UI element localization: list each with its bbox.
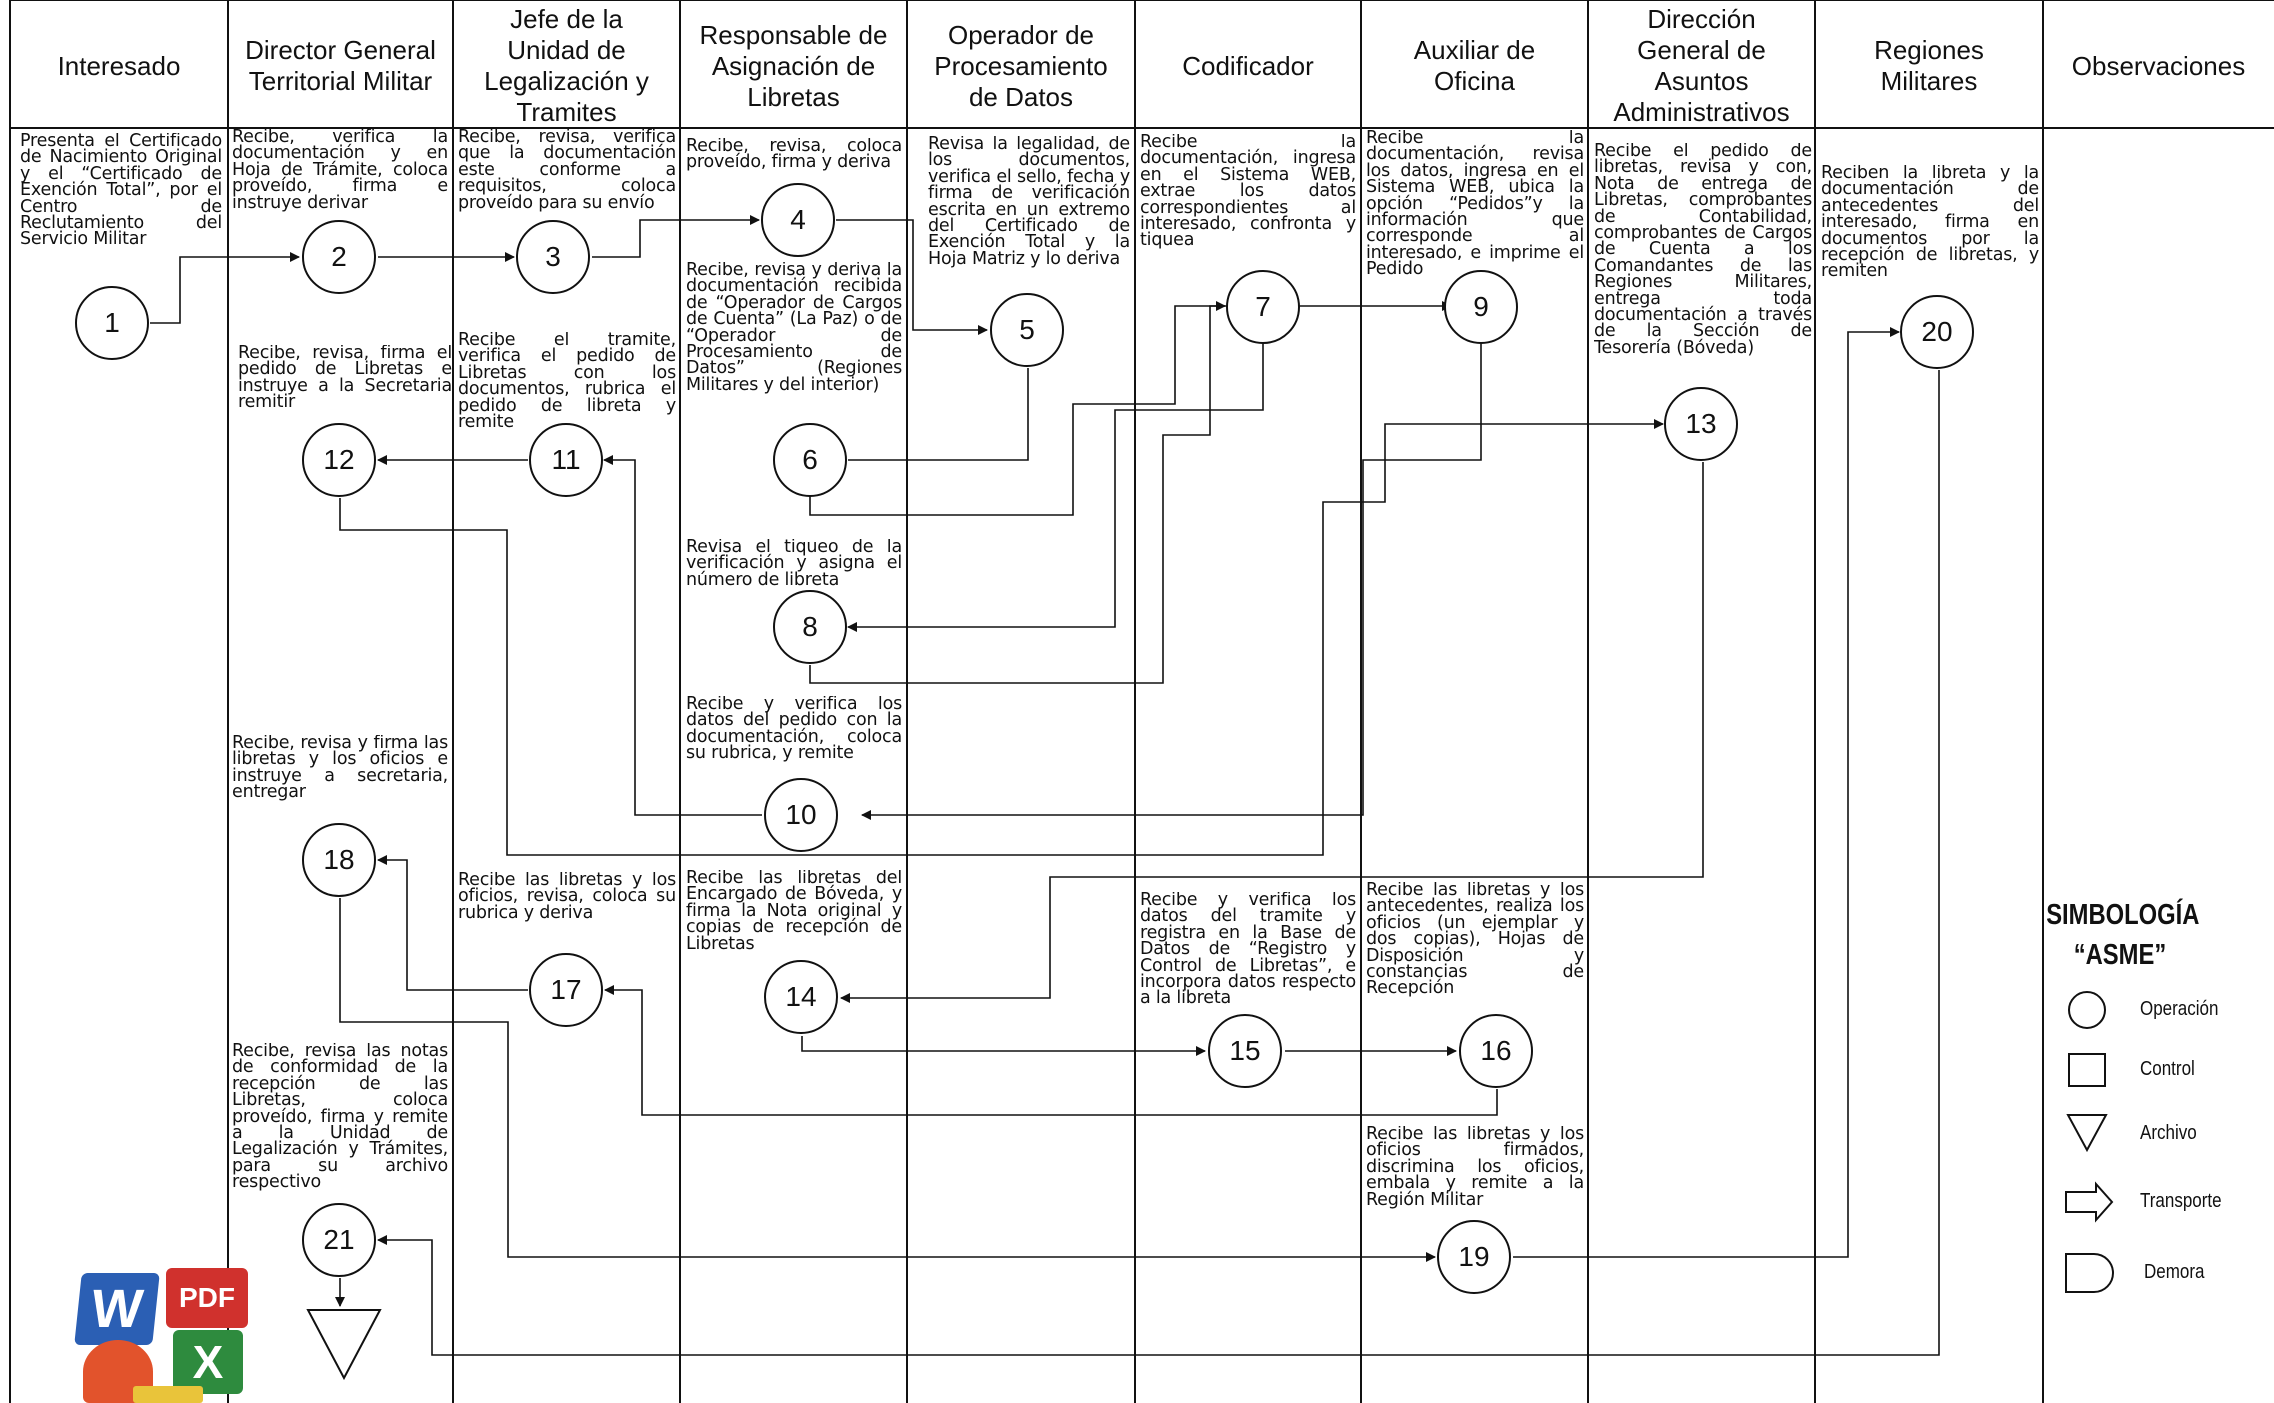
folder-icon xyxy=(133,1386,203,1403)
edge-9-10 xyxy=(861,344,1482,820)
step-15-description: Recibe y verifica los datos del tramite … xyxy=(1140,892,1356,1009)
lane-header-codificador: Codificador xyxy=(1182,50,1314,81)
operation-node-14: 14 xyxy=(764,960,838,1034)
step-13-description: Recibe el pedido de libretas, revisa y c… xyxy=(1594,143,1812,358)
step-2-description: Recibe, verifica la documentación y en H… xyxy=(232,129,448,213)
edge-13-14 xyxy=(840,462,1704,1003)
operation-node-20: 20 xyxy=(1900,295,1974,369)
legend-shapes xyxy=(2065,991,2114,1293)
step-20-description: Reciben la libreta y la documentación de… xyxy=(1821,165,2039,282)
step-4-description: Recibe, revisa, coloca proveído, firma y… xyxy=(686,138,902,173)
lane-header-responsable: Responsable de Asignación de Libretas xyxy=(699,19,888,112)
edge-20-21 xyxy=(377,370,1940,1356)
step-3-description: Recibe, revisa, verifica que la document… xyxy=(458,129,676,213)
edge-18-19 xyxy=(339,898,1436,1262)
lane-header-auxiliar: Auxiliar de Oficina xyxy=(1413,35,1536,96)
edge-12-13 xyxy=(339,419,1664,856)
operation-node-3: 3 xyxy=(516,220,590,294)
legend-title: SIMBOLOGÍA “ASME” xyxy=(2046,899,2200,971)
step-5-description: Revisa la legalidad, de los documentos, … xyxy=(928,136,1130,269)
operation-node-16: 16 xyxy=(1459,1014,1533,1088)
operation-node-10: 10 xyxy=(764,778,838,852)
edge-14-15 xyxy=(801,1036,1206,1056)
operation-node-6: 6 xyxy=(773,423,847,497)
operation-node-15: 15 xyxy=(1208,1014,1282,1088)
edge-17-18 xyxy=(377,855,528,991)
legend-square-icon xyxy=(2068,1053,2106,1087)
legend-label-archivo: Archivo xyxy=(2140,1122,2197,1144)
step-4b-description: Recibe, revisa y deriva la documentación… xyxy=(686,262,902,395)
step-18-description: Recibe, revisa y firma las libretas y lo… xyxy=(232,735,448,803)
word-logo-icon: W xyxy=(74,1273,160,1345)
operation-node-18: 18 xyxy=(302,823,376,897)
step-19-description: Recibe las libretas y los oficios firmad… xyxy=(1366,1126,1584,1210)
step-7-description: Recibe la documentación, ingresa en el S… xyxy=(1140,134,1356,251)
operation-node-12: 12 xyxy=(302,423,376,497)
edge-16-17 xyxy=(604,985,1498,1116)
operation-node-4: 4 xyxy=(761,183,835,257)
operation-node-5: 5 xyxy=(990,293,1064,367)
legend-triangle-down-icon xyxy=(2066,1114,2108,1153)
operation-node-1: 1 xyxy=(75,286,149,360)
lane-header-director: Director General Territorial Militar xyxy=(245,35,436,96)
edge-8-9 xyxy=(809,301,1452,684)
lane-header-operador: Operador de Procesamiento de Datos xyxy=(934,19,1108,112)
operation-node-13: 13 xyxy=(1664,387,1738,461)
pdf-logo-icon: PDF xyxy=(166,1268,248,1328)
edge-1-2 xyxy=(150,252,300,324)
operation-node-19: 19 xyxy=(1437,1220,1511,1294)
step-9-description: Recibe la documentación, revisa los dato… xyxy=(1366,130,1584,280)
office-logo: W PDF X xyxy=(74,1268,258,1403)
edge-7-8 xyxy=(847,344,1264,632)
legend-label-demora: Demora xyxy=(2144,1261,2205,1283)
legend-d-shape-icon xyxy=(2065,1253,2114,1293)
operation-node-2: 2 xyxy=(302,220,376,294)
step-12-description: Recibe, revisa, firma el pedido de Libre… xyxy=(238,345,452,413)
step-8-description: Revisa el tiqueo de la verificación y as… xyxy=(686,539,902,590)
operation-node-11: 11 xyxy=(529,423,603,497)
lane-header-jefe: Jefe de la Unidad de Legalización y Tram… xyxy=(484,4,649,127)
excel-logo-icon: X xyxy=(173,1330,243,1394)
archivo-triangle xyxy=(306,1309,382,1381)
operation-node-8: 8 xyxy=(773,590,847,664)
operation-node-7: 7 xyxy=(1226,270,1300,344)
step-1-description: Presenta el Certificado de Nacimiento Or… xyxy=(20,133,222,250)
step-21-description: Recibe, revisa las notas de conformidad … xyxy=(232,1043,448,1193)
legend-arrow-right-icon xyxy=(2065,1181,2114,1223)
operation-node-21: 21 xyxy=(302,1203,376,1277)
operation-node-9: 9 xyxy=(1444,270,1518,344)
legend-label-operacion: Operación xyxy=(2140,998,2219,1020)
edge-4-5 xyxy=(836,219,988,335)
connector-arrows xyxy=(150,215,1940,1356)
lane-header-direccion: Dirección General de Asuntos Administrat… xyxy=(1613,4,1790,127)
step-16-description: Recibe las libretas y los antecedentes, … xyxy=(1366,882,1584,999)
legend-label-transporte: Transporte xyxy=(2140,1190,2222,1212)
step-10-description: Recibe y verifica los datos del pedido c… xyxy=(686,696,902,764)
step-14-description: Recibe las libretas del Encargado de Bóv… xyxy=(686,870,902,954)
operation-node-17: 17 xyxy=(529,953,603,1027)
lane-header-regiones: Regiones Militares xyxy=(1874,35,1984,96)
lane-header-observaciones: Observaciones xyxy=(2071,50,2246,81)
step-17-description: Recibe las libretas y los oficios, revis… xyxy=(458,872,676,923)
swimlane-grid xyxy=(9,0,2274,1403)
lane-header-interesado: Interesado xyxy=(57,50,181,81)
edge-10-11 xyxy=(603,455,762,816)
edge-3-4 xyxy=(592,215,760,258)
edge-6-7 xyxy=(809,301,1226,516)
legend-circle-icon xyxy=(2068,991,2106,1029)
step-11-description: Recibe el tramite, verifica el pedido de… xyxy=(458,332,676,433)
edge-19-20 xyxy=(1513,327,1900,1258)
edge-5-6-7 xyxy=(848,368,1029,461)
legend-label-control: Control xyxy=(2140,1058,2195,1080)
